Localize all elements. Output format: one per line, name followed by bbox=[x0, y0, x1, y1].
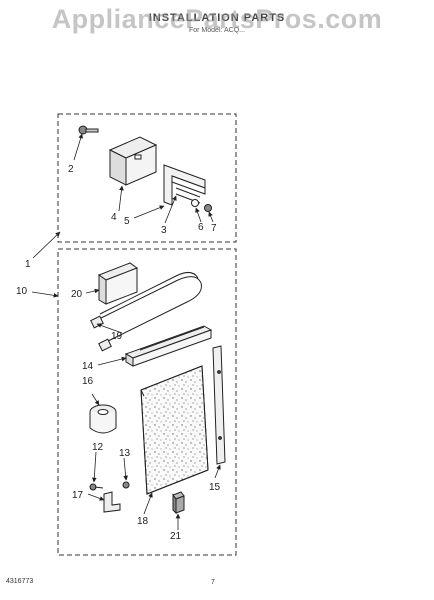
callout-20: 20 bbox=[71, 289, 83, 300]
channel-bracket-part-3 bbox=[163, 164, 206, 206]
foam-tape-roll-part-16 bbox=[89, 404, 117, 434]
callout-15: 15 bbox=[209, 482, 221, 493]
bracket-part-4 bbox=[108, 136, 158, 186]
washer-part-6 bbox=[191, 199, 199, 207]
leader-lines bbox=[31, 133, 221, 530]
kit-box-lower bbox=[57, 248, 237, 556]
foam-seal-part-19 bbox=[90, 272, 202, 352]
kit-box-upper bbox=[57, 113, 237, 243]
callout-16: 16 bbox=[82, 376, 94, 387]
screw-part-12 bbox=[89, 483, 104, 491]
callout-2: 2 bbox=[68, 164, 74, 175]
l-bracket-part-17 bbox=[103, 491, 121, 513]
model-subtitle: For Model: ACQ... bbox=[188, 27, 246, 34]
page-number: 7 bbox=[211, 579, 215, 586]
callout-13: 13 bbox=[119, 448, 131, 459]
callout-7: 7 bbox=[211, 223, 217, 234]
callout-12: 12 bbox=[92, 442, 104, 453]
callout-1: 1 bbox=[25, 259, 31, 270]
watermark-logo: AppliancePartsPros.com bbox=[51, 4, 383, 34]
callout-5: 5 bbox=[124, 216, 130, 227]
callout-6: 6 bbox=[198, 222, 204, 233]
screw-part-7 bbox=[204, 204, 212, 212]
channel-part-14 bbox=[124, 325, 213, 367]
callout-21: 21 bbox=[170, 531, 182, 542]
callout-3: 3 bbox=[161, 225, 167, 236]
callout-4: 4 bbox=[111, 212, 117, 223]
block-part-21 bbox=[172, 491, 185, 515]
document-number: 4316773 bbox=[6, 578, 34, 585]
callout-18: 18 bbox=[137, 516, 149, 527]
callout-10: 10 bbox=[16, 286, 28, 297]
callout-19: 19 bbox=[111, 331, 123, 342]
page-title: INSTALLATION PARTS bbox=[148, 12, 286, 24]
callout-14: 14 bbox=[82, 361, 94, 372]
side-panel-part-18 bbox=[140, 365, 209, 495]
screw-part-2 bbox=[78, 125, 99, 135]
callout-17: 17 bbox=[72, 490, 84, 501]
vertical-channel-part-15 bbox=[212, 345, 226, 465]
